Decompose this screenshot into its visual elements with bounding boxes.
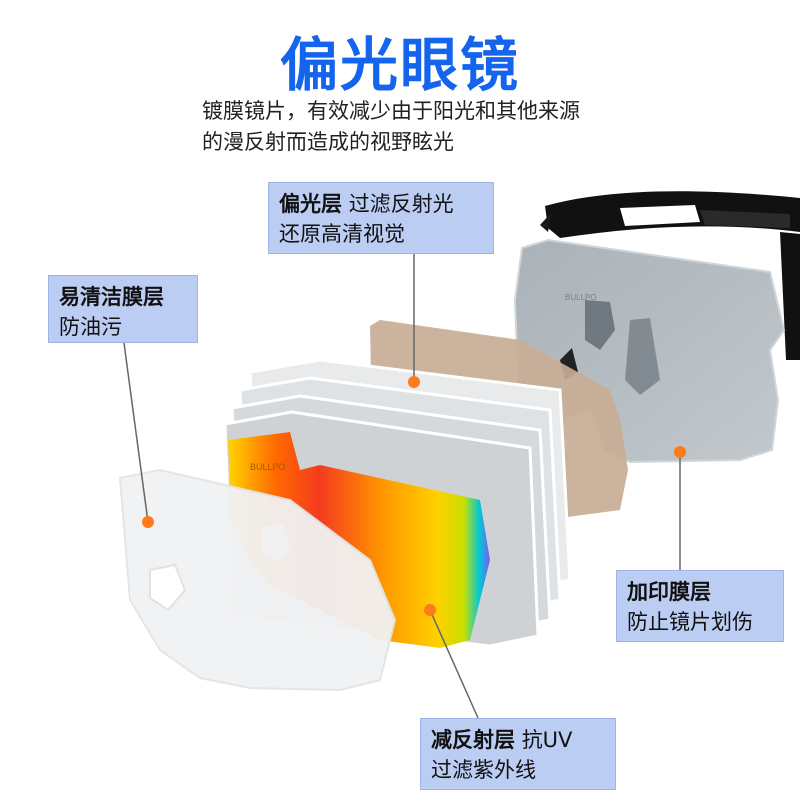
marker-printed <box>674 446 686 458</box>
marker-easy-clean <box>142 516 154 528</box>
subtitle-line-1: 镀膜镜片，有效减少由于阳光和其他来源 <box>202 99 580 123</box>
callout-easy-clean-layer: 易清洁膜层 防油污 <box>48 275 198 343</box>
subtitle-line-2: 的漫反射而造成的视野眩光 <box>202 130 454 154</box>
callout-anti-reflect-name: 减反射层 <box>431 728 515 752</box>
callout-polarized-layer: 偏光层 过滤反射光 还原高清视觉 <box>268 182 494 254</box>
callout-polarized-desc2: 还原高清视觉 <box>279 222 405 246</box>
glasses-frame <box>540 191 800 360</box>
callout-polarized-desc1: 过滤反射光 <box>348 192 454 216</box>
marker-polarized <box>408 376 420 388</box>
page-title: 偏光眼镜 <box>279 31 520 99</box>
callout-anti-reflect-desc1: 抗UV <box>521 728 573 752</box>
lens-brand-mark: BULLPO <box>250 462 286 472</box>
easy-clean-lens <box>118 468 397 692</box>
callout-polarized-name: 偏光层 <box>279 192 342 216</box>
callout-anti-reflect-desc2: 过滤紫外线 <box>431 758 536 782</box>
callout-printed-desc: 防止镜片划伤 <box>627 610 753 634</box>
lens-brand-mark-gray: BULLPO <box>565 293 597 302</box>
callout-anti-reflect-layer: 减反射层 抗UV 过滤紫外线 <box>420 718 616 790</box>
marker-anti-reflect <box>424 604 436 616</box>
leader-line-easy-clean <box>123 342 149 523</box>
callout-easy-clean-name: 易清洁膜层 <box>59 285 164 309</box>
callout-easy-clean-desc: 防油污 <box>59 315 122 339</box>
leader-lines <box>123 254 681 719</box>
leader-line-anti-reflect <box>429 609 479 719</box>
callout-markers <box>142 376 686 616</box>
callout-printed-layer: 加印膜层 防止镜片划伤 <box>616 570 784 642</box>
callout-printed-name: 加印膜层 <box>627 580 711 604</box>
page-subtitle: 镀膜镜片，有效减少由于阳光和其他来源 的漫反射而造成的视野眩光 <box>202 96 682 158</box>
